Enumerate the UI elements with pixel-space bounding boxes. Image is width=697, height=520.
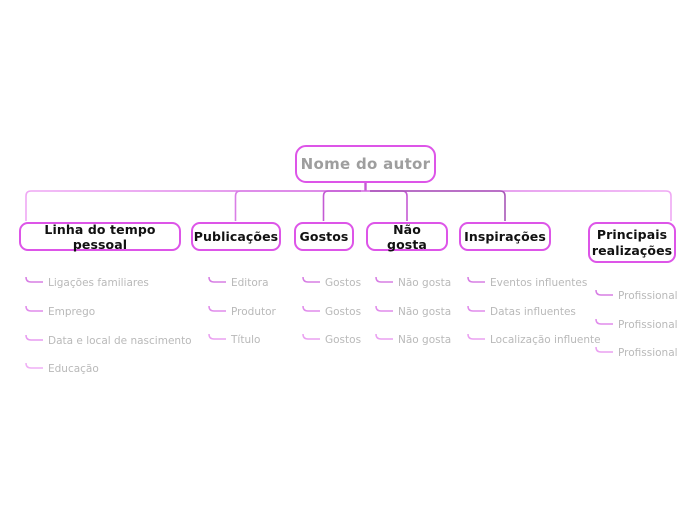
branch-node-gostos[interactable]: Gostos [294,222,354,251]
leaf-item[interactable]: Título [231,334,261,346]
branch-node-label: Publicações [193,229,279,244]
leaf-item[interactable]: Profissional [618,290,678,302]
branch-node-label: Gostos [299,229,349,244]
root-node-label: Nome do autor [300,155,431,173]
leaf-item[interactable]: Produtor [231,306,276,318]
leaf-item[interactable]: Localização influente [490,334,601,346]
branch-node-linha-do-tempo-pessoal[interactable]: Linha do tempo pessoal [19,221,181,252]
branch-node-inspiracoes[interactable]: Inspirações [459,222,551,251]
branch-node-publicacoes[interactable]: Publicações [191,222,281,251]
root-node[interactable]: Nome do autor [295,145,436,183]
branch-node-label: Não gosta [387,221,427,252]
leaf-item[interactable]: Não gosta [398,277,452,289]
leaf-item[interactable]: Emprego [48,306,96,318]
branch-node-label: Inspirações [464,229,546,244]
leaf-item[interactable]: Não gosta [398,334,452,346]
leaf-item[interactable]: Ligações familiares [48,277,149,289]
leaf-item[interactable]: Profissional [618,319,678,331]
leaf-item[interactable]: Gostos [325,277,362,289]
leaf-item[interactable]: Eventos influentes [490,277,588,289]
leaf-item[interactable]: Educação [48,363,99,375]
branch-node-label-line1: Principais [596,226,668,242]
branch-node-label-line2: realizações [591,242,673,258]
leaf-item[interactable]: Não gosta [398,306,452,318]
leaf-item[interactable]: Data e local de nascimento [48,335,192,347]
branch-node-principais-realizacoes[interactable]: Principais realizações [588,222,676,263]
leaf-item[interactable]: Editora [231,277,269,289]
leaf-item[interactable]: Gostos [325,306,362,318]
branch-node-label: Linha do tempo pessoal [44,221,156,252]
branch-node-nao-gosta[interactable]: Não gosta [366,221,448,252]
leaf-item[interactable]: Profissional [618,347,678,359]
leaf-item[interactable]: Gostos [325,334,362,346]
leaf-item[interactable]: Datas influentes [490,306,576,318]
